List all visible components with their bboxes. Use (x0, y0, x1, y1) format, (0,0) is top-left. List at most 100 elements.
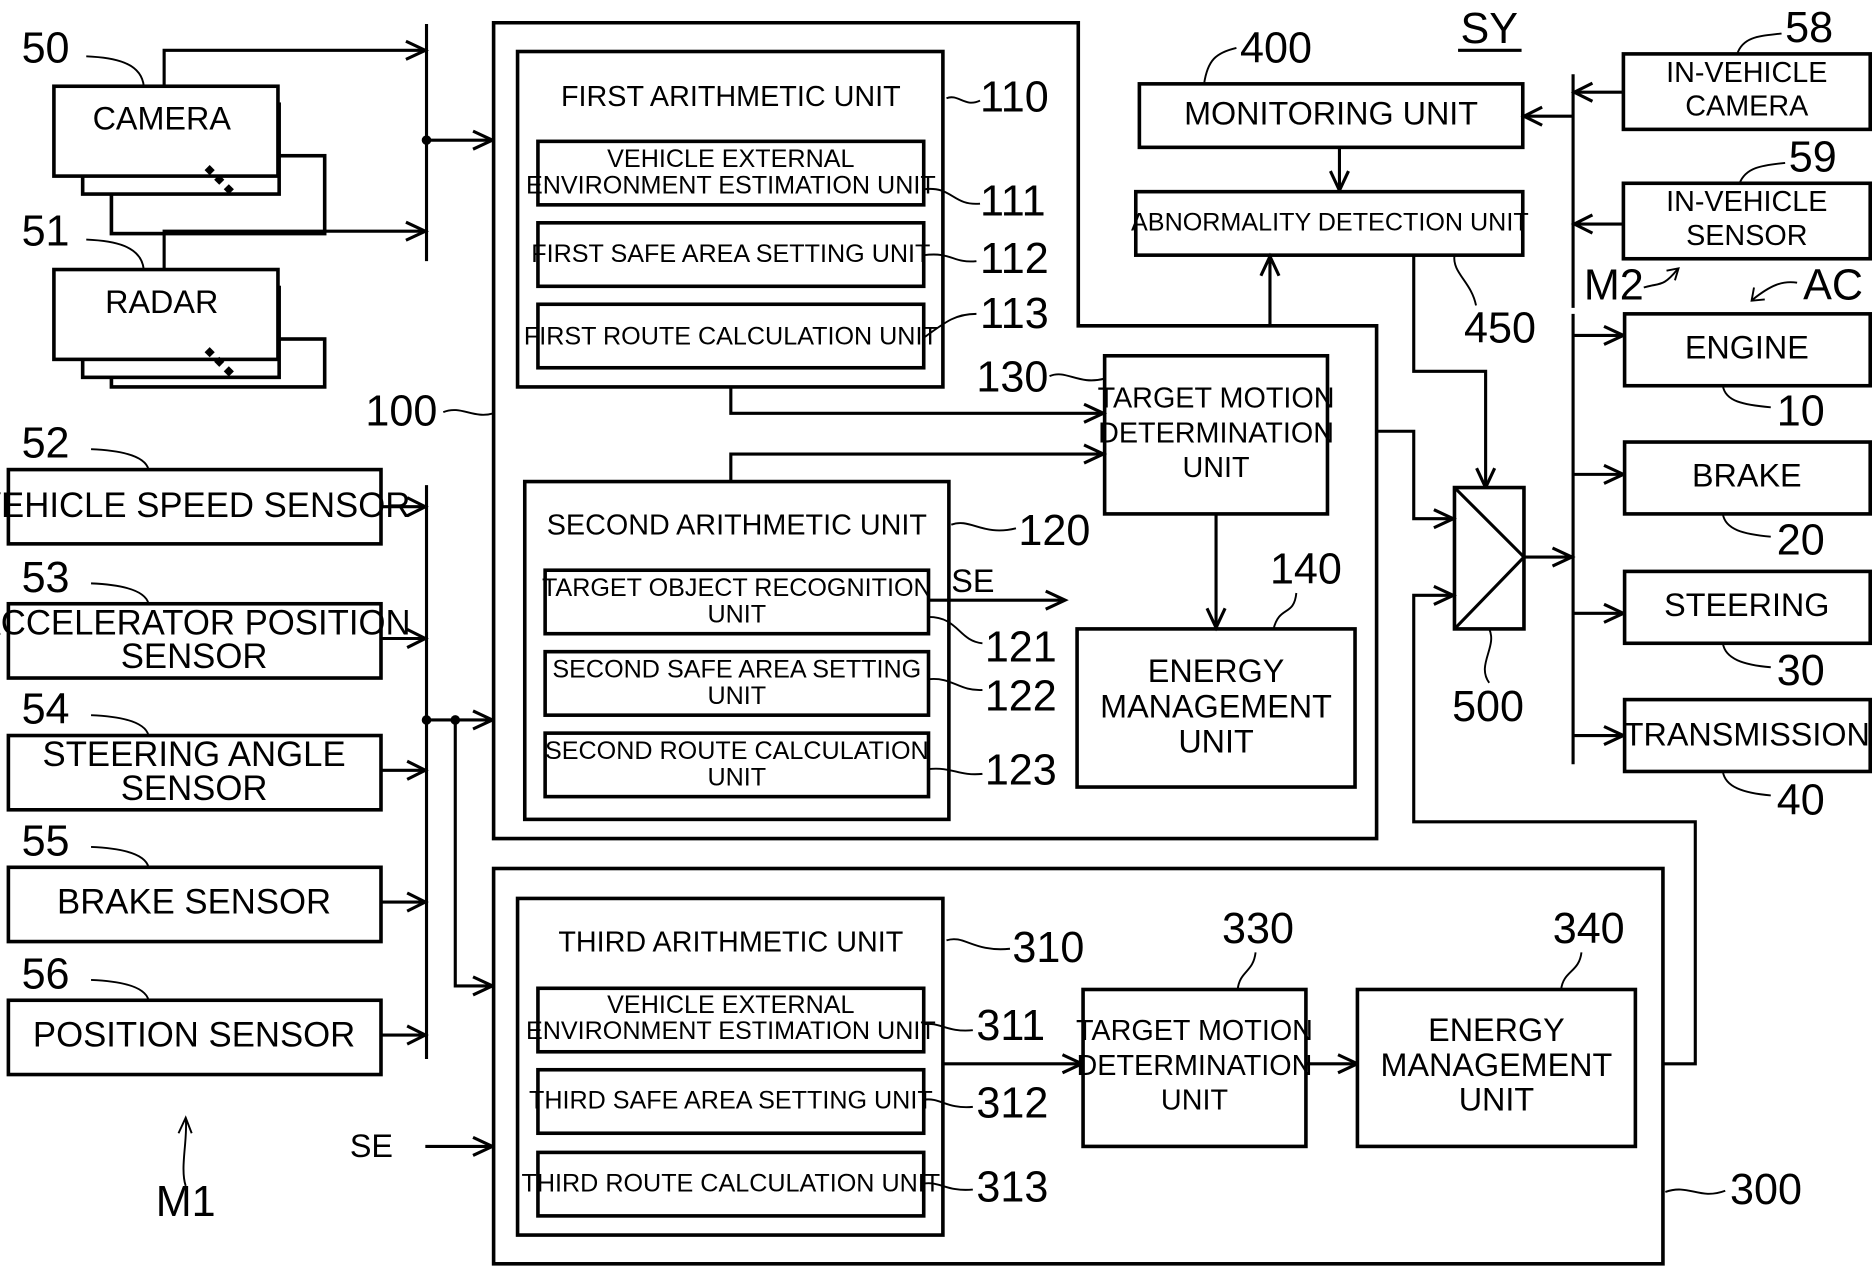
accelerator-sensor-label-line1: ACCELERATOR POSITION (0, 604, 411, 642)
subunit-123 (543, 731, 931, 799)
selector-ref: 500 (1452, 683, 1524, 731)
subunit-112 (536, 221, 926, 289)
engine-10 (1622, 312, 1873, 388)
energy-340-line3: UNIT (1459, 1082, 1534, 1118)
energy-340-line2: MANAGEMENT (1381, 1047, 1613, 1083)
steering-angle-sensor-ref: 54 (22, 686, 70, 734)
energy-140-line3: UNIT (1178, 723, 1253, 759)
subunit-121-line2: UNIT (707, 600, 766, 628)
energy-140-ref: 140 (1270, 545, 1342, 593)
energy-140-line2: MANAGEMENT (1100, 689, 1332, 725)
monitoring-unit-ref: 400 (1240, 24, 1312, 72)
in-vehicle-camera-line1: IN-VEHICLE (1666, 57, 1827, 89)
third-arithmetic-ref: 310 (1012, 924, 1084, 972)
external-sensor-bus (162, 23, 497, 270)
in-vehicle-camera-line2: CAMERA (1685, 90, 1809, 122)
subunit-122-line2: UNIT (707, 682, 766, 710)
brake-ref: 20 (1777, 517, 1825, 565)
energy-management-unit-140 (1075, 627, 1357, 789)
subunit-313 (536, 1150, 926, 1218)
in-vehicle-sensor-59 (1621, 181, 1873, 261)
target-motion-130-line2: DETERMINATION (1098, 417, 1334, 449)
target-motion-330-line2: DETERMINATION (1077, 1050, 1313, 1082)
transmission-label: TRANSMISSION (1624, 716, 1870, 752)
in-vehicle-bus (1520, 74, 1624, 308)
subunit-311 (536, 986, 926, 1054)
subunit-121 (543, 568, 931, 636)
brake-label: BRAKE (1692, 458, 1802, 494)
m2-pointer-arrow-icon (1643, 268, 1679, 289)
subunit-122 (543, 649, 931, 717)
subunit-111-ref: 111 (980, 178, 1046, 226)
subunit-122-line1: SECOND SAFE AREA SETTING (552, 655, 921, 683)
m1-pointer-arrow-icon (182, 1117, 188, 1187)
se-input-label: SE (350, 1128, 393, 1164)
energy-340-line1: ENERGY (1428, 1012, 1565, 1048)
subunit-123-ref: 123 (985, 747, 1057, 795)
backup-unit-ref: 300 (1730, 1166, 1802, 1214)
target-motion-130-line3: UNIT (1183, 452, 1250, 484)
steering-label: STEERING (1664, 587, 1829, 623)
subunit-112-line1: FIRST SAFE AREA SETTING UNIT (531, 240, 930, 268)
in-vehicle-sensor-line1: IN-VEHICLE (1666, 186, 1827, 218)
brake-sensor-ref: 55 (22, 817, 70, 865)
in-vehicle-sensor-line2: SENSOR (1686, 220, 1807, 252)
subunit-311-line2: ENVIRONMENT ESTIMATION UNIT (526, 1017, 936, 1045)
subunit-123-line1: SECOND ROUTE CALCULATION (545, 737, 929, 765)
subunit-312-line1: THIRD SAFE AREA SETTING UNIT (529, 1087, 933, 1115)
ac-pointer-arrow-icon (1752, 281, 1798, 301)
vehicle-speed-sensor-label: VEHICLE SPEED SENSOR (0, 487, 410, 525)
subunit-112-ref: 112 (980, 235, 1049, 283)
subunit-121-ref: 121 (985, 623, 1057, 671)
subunit-121-line1: TARGET OBJECT RECOGNITION (542, 574, 932, 602)
target-motion-unit-130 (1102, 353, 1330, 516)
first-arithmetic-title: FIRST ARITHMETIC UNIT (561, 81, 901, 113)
engine-label: ENGINE (1685, 329, 1809, 365)
subunit-111 (536, 139, 926, 207)
subunit-111-line2: ENVIRONMENT ESTIMATION UNIT (526, 172, 936, 200)
vehicle-sensor-52: VEHICLE SPEED SENSOR 52 (0, 420, 410, 546)
vehicle-sensor-54: STEERING ANGLE SENSOR 54 (6, 686, 383, 812)
monitoring-unit-400 (1137, 82, 1525, 150)
first-arithmetic-ref: 110 (980, 73, 1049, 121)
transmission-ref: 40 (1777, 777, 1825, 825)
radar-ref: 51 (22, 208, 70, 256)
subunit-312-ref: 312 (976, 1080, 1048, 1128)
radar-label: RADAR (105, 284, 218, 320)
se-output-label: SE (951, 563, 994, 599)
subunit-123-line2: UNIT (707, 763, 766, 791)
steering-ref: 30 (1777, 647, 1825, 695)
steering-30 (1622, 569, 1873, 646)
vehicle-speed-sensor-ref: 52 (22, 420, 70, 468)
vehicle-sensor-53: ACCELERATOR POSITION SENSOR 53 (0, 554, 411, 680)
energy-140-line1: ENERGY (1148, 653, 1285, 689)
more-cameras-ellipsis-icon (204, 165, 234, 195)
subunit-313-ref: 313 (976, 1164, 1048, 1212)
brake-20 (1622, 440, 1873, 516)
ac-label: AC (1803, 261, 1863, 309)
target-motion-330-line1: TARGET MOTION (1076, 1015, 1313, 1047)
target-motion-130-ref: 130 (976, 354, 1048, 402)
energy-340-ref: 340 (1553, 905, 1625, 953)
camera-sensor-stack: CAMERA (52, 84, 327, 236)
abnormality-detection-label: ABNORMALITY DETECTION UNIT (1131, 209, 1529, 237)
subunit-113-line1: FIRST ROUTE CALCULATION UNIT (524, 322, 938, 350)
camera-ref: 50 (22, 24, 70, 72)
m1-label: M1 (156, 1178, 216, 1226)
subunit-122-ref: 122 (985, 672, 1057, 720)
subunit-111-line1: VEHICLE EXTERNAL (607, 145, 854, 173)
m2-label: M2 (1584, 261, 1644, 309)
vehicle-sensor-56: POSITION SENSOR 56 (6, 950, 383, 1077)
steering-angle-sensor-label-line1: STEERING ANGLE (43, 736, 346, 774)
camera-label: CAMERA (93, 101, 232, 137)
brake-sensor-label: BRAKE SENSOR (57, 884, 331, 922)
subunit-311-line1: VEHICLE EXTERNAL (607, 991, 854, 1019)
subunit-312 (536, 1067, 926, 1136)
subunit-113-ref: 113 (980, 290, 1049, 338)
target-motion-unit-330 (1081, 987, 1308, 1149)
radar-box (52, 267, 280, 362)
radar-sensor-stack: RADAR (52, 267, 327, 389)
in-vehicle-camera-ref: 58 (1785, 4, 1833, 52)
abnormality-detection-unit-450 (1133, 189, 1525, 257)
